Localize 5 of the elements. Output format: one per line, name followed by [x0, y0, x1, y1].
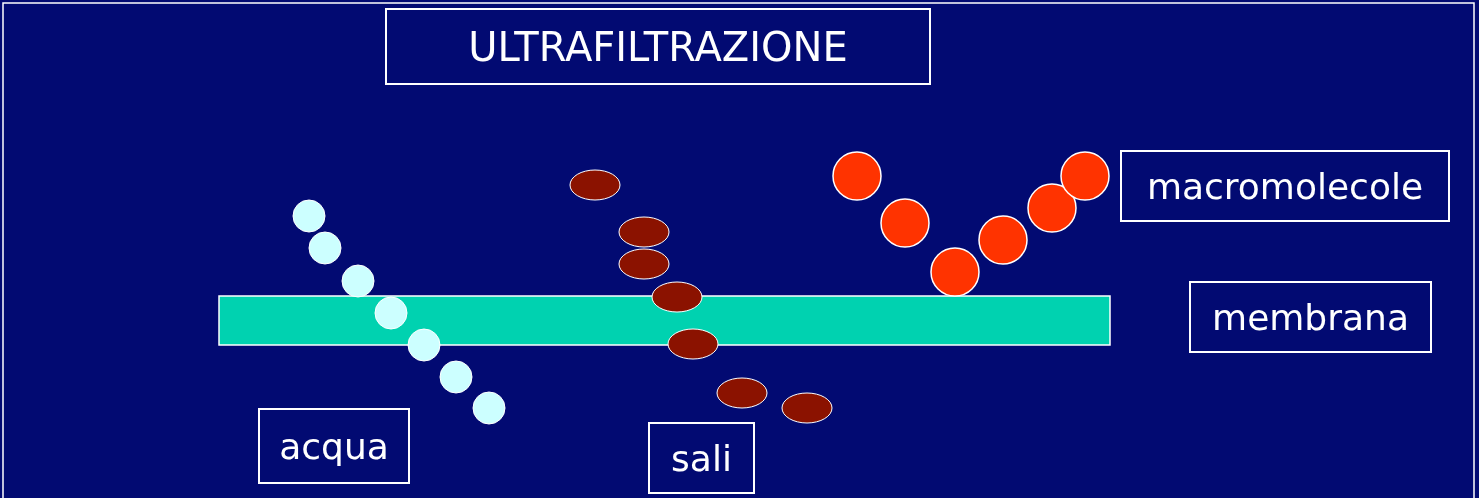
label-box: sali: [648, 422, 755, 494]
label-box: acqua: [258, 408, 410, 484]
label-box: macromolecole: [1120, 150, 1450, 222]
label-box: membrana: [1189, 281, 1432, 353]
title: ULTRAFILTRAZIONE: [385, 8, 931, 85]
